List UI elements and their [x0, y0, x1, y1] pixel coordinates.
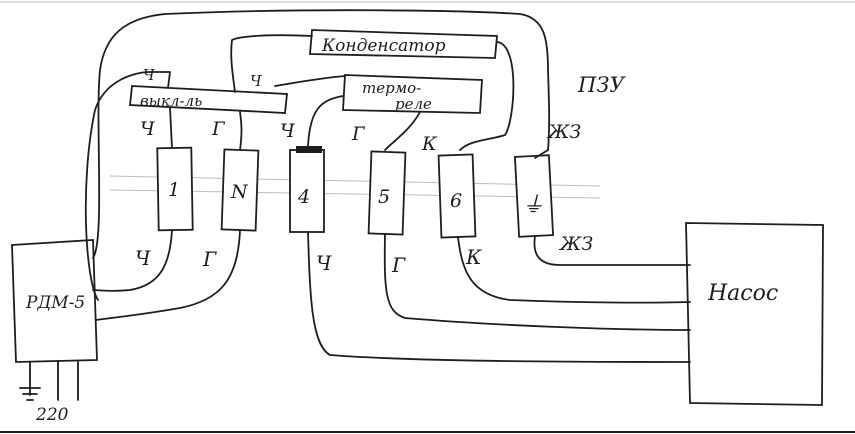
wire-terminal5-pump	[383, 233, 691, 331]
wire-label-switch-left: Ч	[143, 66, 155, 84]
terminal-1-label: 1	[168, 179, 180, 201]
terminal-1	[156, 146, 194, 232]
wire-switch-terminaln	[239, 111, 243, 151]
wire-label-t6-top: К	[421, 133, 438, 155]
relay-box	[11, 239, 98, 363]
wire-label-t4-top: Ч	[280, 120, 296, 142]
wire-label-t1-bottom: Ч	[135, 246, 151, 270]
relay-label: РДМ-5	[25, 293, 85, 313]
wire-terminal6-pump	[457, 236, 691, 304]
wire-label-ground-top: ЖЗ	[546, 121, 581, 143]
wire-label-t5-bottom: Г	[391, 253, 406, 277]
pump-box	[685, 222, 824, 406]
wire-thermostat-terminal5	[384, 111, 421, 151]
wire-terminaln-relay	[95, 229, 241, 321]
wire-capacitor-switch	[230, 34, 313, 93]
wire-relay-switch	[84, 71, 171, 301]
pzu-label: ПЗУ	[577, 73, 626, 97]
wire-capacitor-terminal6	[459, 41, 515, 151]
terminal-n-label: N	[230, 181, 249, 203]
wire-terminal4-pump	[307, 231, 691, 363]
ground-icon	[19, 387, 41, 401]
capacitor-label: Конденсатор	[321, 36, 446, 56]
switch-label: выкл-ль	[140, 92, 202, 110]
wire-terminal1-relay	[92, 229, 173, 292]
wire-label-tn-top: Г	[211, 118, 226, 140]
wire-supply-leads	[57, 361, 79, 401]
wire-label-tn-bottom: Г	[202, 247, 217, 271]
wire-switch-thermostat	[274, 75, 346, 87]
ground-terminal-icon: ⏚	[522, 193, 544, 218]
terminal-n	[220, 148, 260, 232]
wire-ground-pump	[533, 235, 691, 266]
wire-label-t1-top: Ч	[140, 118, 156, 140]
terminal-6-label: 6	[450, 190, 462, 212]
wire-label-t4-bottom: Ч	[316, 251, 332, 275]
pump-label: Насос	[707, 281, 778, 306]
wire-switch-terminal1	[169, 107, 173, 149]
wire-pzu-ground	[534, 149, 549, 159]
wire-thermostat-terminal4	[307, 95, 344, 147]
supply-label: 220	[35, 405, 69, 425]
thermostat-label-1: термо-	[362, 79, 421, 97]
thermostat-box	[342, 74, 483, 114]
wire-label-t6-bottom: К	[465, 245, 482, 269]
terminal-ground	[513, 154, 555, 238]
capacitor-box	[309, 29, 498, 59]
terminal-block: 1 N 4 5 6 ⏚	[156, 146, 555, 239]
terminal-5-label: 5	[378, 186, 390, 208]
wire-outer-loop	[92, 9, 551, 259]
wire-label-switch-right: Ч	[250, 72, 262, 90]
thermostat-label-2: реле	[395, 95, 432, 113]
terminal-4-cap	[296, 146, 322, 153]
wire-label-ground-bottom: ЖЗ	[558, 233, 593, 255]
terminal-4-label: 4	[297, 186, 310, 208]
wire-label-t5-top: Г	[351, 123, 366, 145]
